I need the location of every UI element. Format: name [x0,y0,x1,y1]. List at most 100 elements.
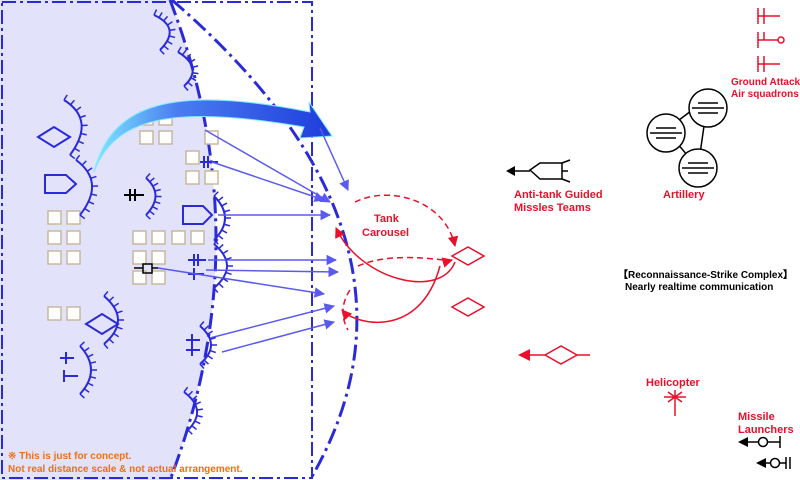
defense-arc-tick [77,140,85,145]
fire-arrow-2 [211,161,325,202]
helicopter-label: Helicopter [646,377,701,389]
blue-tank-unit-icon-2 [182,205,214,225]
defense-arc-tick [199,320,205,327]
air-squadron-icon-3 [757,56,780,72]
defense-arc-tick [108,296,115,302]
air-squadron-icon-1 [757,8,780,24]
defense-arc-tick [222,249,229,255]
defense-arc-tick [169,35,176,39]
defense-arc-tick [90,193,98,197]
red-diamond-arrow-icon [520,345,590,365]
red-diamond-icon-2 [450,297,486,317]
defense-arc-5 [145,177,157,216]
defense-arc-tick [79,393,85,399]
defense-arc-4 [75,159,94,216]
defense-arc-tick [186,53,192,59]
defense-arc-tick [69,154,76,160]
defense-arc-tick [75,106,82,112]
defense-arc-tick [113,302,120,308]
defense-arc-tick [88,200,95,205]
defense-arc-tick [209,336,216,341]
defense-arc-tick [75,154,81,161]
defense-arc-tick [191,425,197,431]
defense-arc-tick [145,173,151,179]
defense-arc-tick [222,277,229,283]
defense-arc-tick [196,414,203,418]
defense-arc-tick [145,214,151,220]
defense-arc-1 [153,14,171,51]
missile-launcher-icon-2 [764,457,791,469]
artillery-icon [646,88,728,188]
defense-arc-tick [154,200,161,205]
big-counterattack-arrow [93,99,333,173]
defense-arc-tick [116,326,123,330]
command-post-icon [134,263,158,274]
black-antenna-icon [124,189,144,201]
blue-tank-unit-icon [44,174,78,194]
defense-arc-tick [218,243,224,250]
defense-arc-tick [103,343,109,350]
defense-arc-tick [189,58,196,64]
defense-arc-tick [187,429,193,435]
air-squadron-icon-2-dot [777,36,785,44]
defense-arc-tick [169,28,176,32]
tank-carousel-label-2: Carousel [362,227,409,239]
defense-arc-tick [166,21,173,26]
defense-arc-tick [191,395,198,401]
defense-arc-8 [103,295,119,345]
defense-arc-tick [63,94,68,101]
outer-boundary [171,0,359,480]
defense-arc-tick [223,223,231,227]
defense-arc-tick [218,282,224,289]
artillery-label: Artillery [663,189,705,201]
blue-antenna-icon [200,156,218,168]
concept-note-line2: Not real distance scale & not actual arr… [8,464,243,475]
defense-arc-tick [209,349,216,354]
atgm-label-2: Missles Teams [514,202,591,214]
air-squadron-icon-2 [757,32,778,48]
defense-arc-tick [217,196,224,202]
defense-arc-tick [166,40,173,45]
defense-arc-tick [207,330,214,336]
defense-arc-2 [177,51,194,87]
blue-antenna-icon-4 [186,334,200,356]
defense-arc-tick [89,375,97,379]
defense-arc-tick [194,401,202,406]
atgm-label-1: Anti-tank Guided [514,189,603,201]
fire-arrow-8 [221,319,336,353]
defense-arc-tick [213,191,219,197]
defense-arc-tick [213,238,219,245]
defense-arc-tick [163,15,169,22]
fire-arrow-1 [204,129,331,203]
fire-arrow-7 [209,303,336,339]
defense-arc-tick [203,359,210,365]
defense-arc-tick [87,382,94,387]
defense-arc-tick [83,388,90,393]
blue-antenna-icon-5 [60,352,74,364]
defense-arc-tick [192,65,199,69]
defense-arc-tick [213,287,219,294]
fire-arrow-5 [205,266,340,278]
red-diamond-icon [450,246,486,266]
defense-arc-tick [225,256,232,261]
defense-arc-tick [79,214,86,220]
realtime-label: Nearly realtime communication [625,282,773,293]
recon-strike-label: 【Reconnaissance-Strike Complex】 [618,268,793,281]
defense-arc-tick [79,341,85,347]
defense-arc-tick [181,49,187,56]
atgm-icon [512,159,571,183]
defense-arc-tick [87,353,94,358]
fire-arrow-6 [157,267,326,298]
defense-arc-tick [152,205,159,211]
defense-arc-tick [187,390,194,397]
defense-arc-tick [86,167,93,172]
carousel-dashed-arrow-2 [357,256,454,268]
defense-arc-tick [194,420,201,425]
defense-arc-tick [74,147,81,153]
defense-arc-tick [190,77,197,82]
ground-attack-label-1: Ground Attack [731,77,800,88]
atgm-arrowhead [506,166,515,176]
red-arrowhead [518,349,530,361]
concept-note-line1: ※ This is just for concept. [8,451,132,462]
